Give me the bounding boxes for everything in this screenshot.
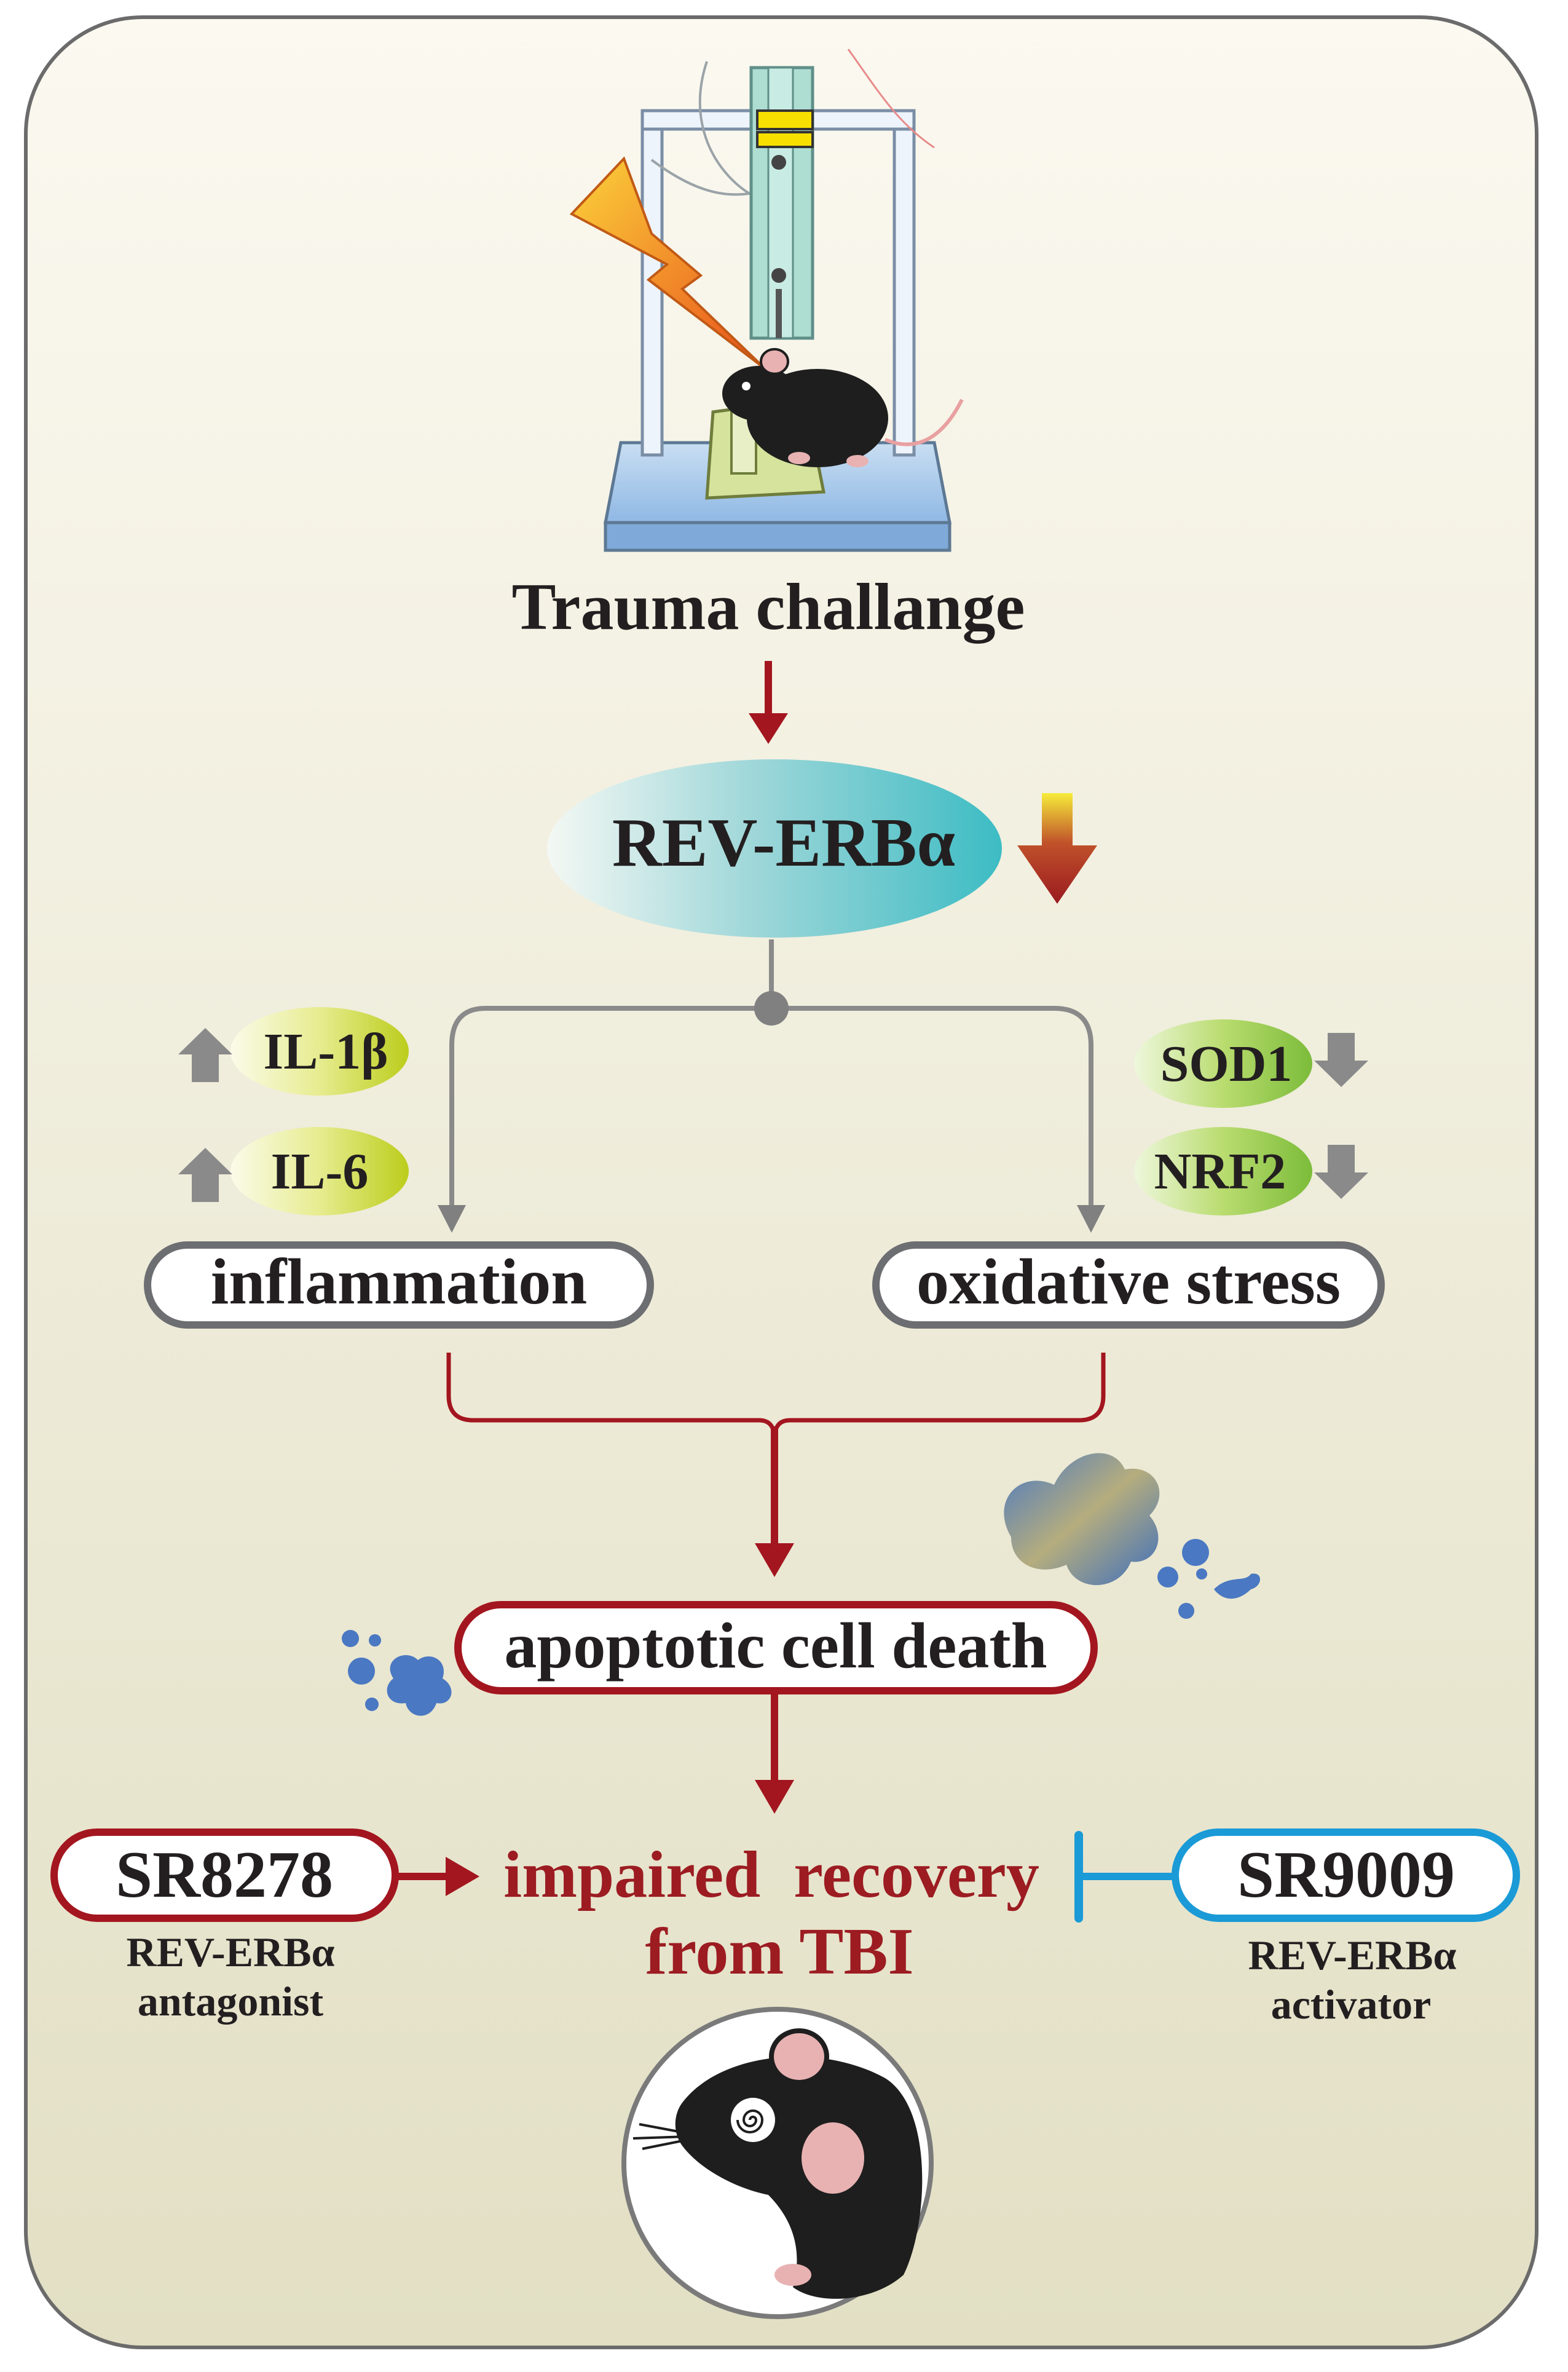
apoptotic-cell-fragment-icon: [1004, 1453, 1260, 1619]
antioxidant-nrf2: NRF2: [1134, 1127, 1312, 1216]
merge-connector: [446, 1353, 1106, 1552]
rev-erb-node: [547, 759, 1002, 938]
trauma-label: Trauma challange: [512, 571, 1025, 644]
up-arrow-icon: [178, 1148, 232, 1202]
sr9009-desc-line1: REV-ERBα: [1248, 1932, 1457, 1979]
sr8278-desc-line2: antagonist: [138, 1978, 324, 2025]
oxidative-stress-label: oxidative stress: [916, 1246, 1341, 1318]
inflammation-box: [144, 1241, 654, 1329]
cytokine-il6-label: IL-6: [271, 1143, 369, 1200]
sr8278-box: [50, 1828, 399, 1922]
cytokine-il1b-label: IL-1β: [264, 1023, 388, 1080]
cytokine-il1b: IL-1β: [230, 1007, 409, 1096]
arrow-sr8278-to-outcome: [398, 1857, 479, 1896]
down-arrow-icon: [1314, 1033, 1368, 1087]
arrow-trauma-to-reverb: [749, 661, 788, 744]
outcome-line2: from TBI: [645, 1915, 913, 1988]
background-panel: [24, 15, 1538, 2349]
arrow-to-inflammation: [438, 1205, 466, 1233]
apoptosis-label: apoptotic cell death: [504, 1610, 1047, 1682]
outcome-line1: impaired recovery: [503, 1838, 1039, 1911]
rev-erb-decrease-arrow: [1017, 793, 1097, 904]
up-arrow-icon: [178, 1028, 232, 1082]
arrow-apoptosis-to-outcome: [755, 1694, 794, 1814]
sr8278-desc-line1: REV-ERBα: [127, 1929, 335, 1975]
antioxidant-sod1-label: SOD1: [1160, 1035, 1293, 1093]
sr9009-inhibition: [1074, 1831, 1175, 1923]
arrow-to-oxidative-stress: [1077, 1205, 1105, 1233]
antioxidant-sod1: SOD1: [1134, 1019, 1312, 1108]
apoptosis-box: [454, 1601, 1098, 1694]
oxidative-stress-box: [872, 1241, 1385, 1329]
cytokine-il6: IL-6: [230, 1127, 409, 1216]
stereotaxic-frame-mouse-illustration: [569, 49, 964, 552]
sr8278-label: SR8278: [116, 1838, 333, 1911]
antioxidant-nrf2-label: NRF2: [1154, 1143, 1286, 1200]
sr9009-box: [1172, 1828, 1520, 1922]
inflammation-label: inflammation: [211, 1246, 587, 1318]
sr9009-label: SR9009: [1237, 1838, 1455, 1911]
apoptotic-cell-fragment-icon: [342, 1630, 452, 1716]
arrow-to-apoptosis: [755, 1543, 794, 1577]
dizzy-mouse-illustration: [621, 2007, 934, 2319]
sr9009-desc-line2: activator: [1271, 1981, 1432, 2028]
branch-node: [754, 991, 789, 1026]
rev-erb-label: REV-ERBα: [612, 805, 955, 881]
down-arrow-icon: [1314, 1145, 1368, 1199]
